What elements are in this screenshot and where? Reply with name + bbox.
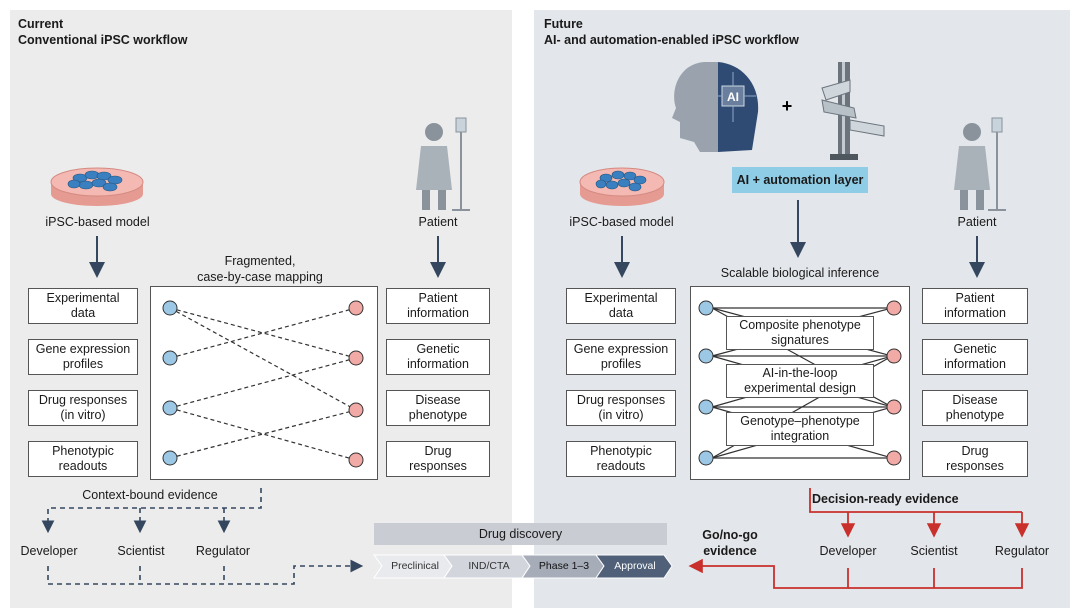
ai-chip-text: AI	[727, 90, 739, 104]
box-line1: Experimental	[46, 291, 120, 305]
box-line2: (in vitro)	[60, 408, 106, 422]
right-patient-label: Patient	[957, 215, 997, 229]
box-line1: Drug	[961, 444, 989, 458]
box-line1: Drug responses	[576, 393, 666, 407]
box-line2: experimental design	[744, 381, 856, 395]
stage-phase-1-3: Phase 1–3	[538, 560, 590, 572]
mapping-label-line1: Fragmented,	[224, 254, 296, 268]
left-stakeholder-developer: Developer	[20, 544, 78, 558]
box-line1: Disease	[415, 393, 461, 407]
box-line1: Gene expression	[35, 342, 131, 356]
left-panel-title: Current Conventional iPSC workflow	[18, 16, 187, 48]
box-line2: information	[407, 357, 469, 371]
right-stakeholder-developer: Developer	[819, 544, 877, 558]
right-model-label: iPSC-based model	[569, 215, 674, 229]
box-line1: Experimental	[584, 291, 658, 305]
box-line1: Phenotypic	[52, 444, 114, 458]
petri-dish-icon-right	[579, 167, 665, 206]
drug-discovery-pipeline	[373, 554, 673, 579]
left-model-label: iPSC-based model	[45, 215, 150, 229]
box-line2: phenotype	[945, 408, 1005, 422]
box-line1: Genetic	[416, 342, 460, 356]
right-title-line1: Future	[544, 17, 583, 31]
box-line2: signatures	[771, 333, 829, 347]
box-line2: information	[944, 306, 1006, 320]
box-line1: Gene expression	[573, 342, 669, 356]
ai-automation-layer-badge: AI + automation layer	[732, 167, 868, 193]
box-line1: Patient	[418, 291, 458, 305]
right-panel-title: Future AI- and automation-enabled iPSC w…	[544, 16, 799, 48]
box-line2: information	[407, 306, 469, 320]
left-title-line1: Current	[18, 17, 64, 31]
go-no-go-line2: evidence	[703, 544, 757, 558]
decision-ready-evidence-label: Decision-ready evidence	[812, 492, 959, 506]
fragmented-mapping-box	[150, 286, 378, 480]
left-patient-label: Patient	[418, 215, 458, 229]
patient-with-iv-icon	[416, 117, 470, 211]
left-stakeholder-scientist: Scientist	[117, 544, 165, 558]
drug-discovery-title: Drug discovery	[374, 523, 667, 545]
box-line1: Disease	[952, 393, 998, 407]
mapping-label: Fragmented, case-by-case mapping	[180, 253, 340, 285]
go-no-go-evidence-label: Go/no-go evidence	[690, 527, 770, 559]
box-line2: data	[608, 306, 634, 320]
context-bound-evidence-label: Context-bound evidence	[82, 488, 218, 502]
left-stakeholder-regulator: Regulator	[195, 544, 251, 558]
ai-head-icon	[672, 62, 759, 152]
box-line2: data	[70, 306, 96, 320]
left-title-line2: Conventional iPSC workflow	[18, 33, 188, 47]
box-line2: readouts	[58, 459, 108, 473]
box-line2: (in vitro)	[598, 408, 644, 422]
box-line1: Composite phenotype	[739, 318, 861, 332]
right-stakeholder-scientist: Scientist	[910, 544, 958, 558]
plus-sign: +	[782, 96, 793, 116]
stage-preclinical: Preclinical	[391, 560, 439, 572]
box-line2: responses	[409, 459, 467, 473]
box-line1: Drug	[424, 444, 452, 458]
box-line1: Patient	[955, 291, 995, 305]
patient-with-iv-icon-right	[954, 117, 1006, 211]
box-line1: Phenotypic	[590, 444, 652, 458]
left-model-box-drug-responses: Drug responses(in vitro)	[28, 390, 138, 426]
box-line1: Genetic	[953, 342, 997, 356]
stage-ind-cta: IND/CTA	[468, 560, 510, 572]
box-line2: information	[944, 357, 1006, 371]
box-line1: AI-in-the-loop	[762, 366, 838, 380]
right-title-line2: AI- and automation-enabled iPSC workflow	[544, 33, 799, 47]
scalable-inference-label: Scalable biological inference	[720, 266, 880, 280]
right-model-box-drug-responses: Drug responses(in vitro)	[566, 390, 676, 426]
lab-robot-icon	[821, 62, 885, 160]
box-line2: profiles	[600, 357, 642, 371]
box-line1: Drug responses	[38, 393, 128, 407]
go-no-go-line1: Go/no-go	[702, 528, 758, 542]
box-line2: profiles	[62, 357, 104, 371]
petri-dish-icon	[50, 167, 144, 206]
box-line2: integration	[770, 429, 830, 443]
stage-approval: Approval	[614, 560, 656, 572]
box-line2: readouts	[596, 459, 646, 473]
right-stakeholder-regulator: Regulator	[994, 544, 1050, 558]
mapping-label-line2: case-by-case mapping	[197, 270, 323, 284]
box-line2: responses	[946, 459, 1004, 473]
box-line1: Genotype–phenotype	[740, 414, 860, 428]
box-line2: phenotype	[408, 408, 468, 422]
